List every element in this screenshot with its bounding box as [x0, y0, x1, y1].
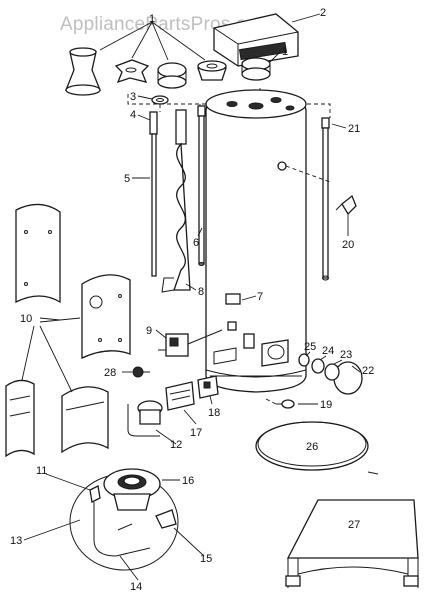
callout-17: 17: [190, 427, 202, 439]
callout-11: 11: [36, 465, 47, 477]
part-draft-hood[interactable]: [213, 13, 299, 67]
callout-22: 22: [362, 365, 374, 377]
part-bracket-18[interactable]: [197, 375, 219, 399]
part-outer-door-top[interactable]: [15, 203, 61, 304]
part-inner-door-b[interactable]: [61, 386, 109, 454]
callout-23: 23: [340, 349, 352, 361]
part-main-burner[interactable]: [103, 468, 161, 511]
callout-1-right: 1: [282, 46, 288, 58]
callout-5: 5: [124, 173, 130, 185]
part-stand[interactable]: [285, 499, 419, 588]
callout-3: 3: [130, 91, 136, 103]
callout-18: 18: [208, 407, 220, 419]
part-pilot-tube[interactable]: [89, 485, 151, 557]
part-drain-pan[interactable]: [255, 421, 379, 475]
callout-20: 20: [342, 239, 354, 251]
part-rod-right[interactable]: [321, 117, 330, 281]
callout-2: 2: [320, 7, 326, 19]
part-burner-assembly[interactable]: [127, 400, 163, 437]
part-nut-25[interactable]: [298, 353, 310, 367]
callout-15: 15: [200, 553, 212, 565]
callout-27: 27: [348, 519, 360, 531]
part-inner-door[interactable]: [5, 379, 35, 458]
callout-14: 14: [130, 581, 142, 593]
callout-28: 28: [104, 367, 116, 379]
callout-13: 13: [10, 535, 22, 547]
part-thermocouple[interactable]: [117, 509, 177, 531]
part-knob[interactable]: [132, 366, 150, 378]
callout-10: 10: [20, 313, 32, 325]
part-gas-control[interactable]: [158, 329, 223, 357]
callout-6: 6: [193, 237, 199, 249]
part-washer-24[interactable]: [311, 358, 325, 374]
part-dip-tube[interactable]: [149, 111, 158, 277]
part-flue-fittings[interactable]: [65, 47, 271, 96]
part-washer[interactable]: [151, 95, 169, 105]
part-anode-rod[interactable]: [197, 105, 206, 266]
tank-body[interactable]: [205, 89, 307, 393]
callout-19: 19: [320, 399, 332, 411]
callout-7: 7: [257, 291, 263, 303]
part-outer-door-mid[interactable]: [81, 274, 131, 360]
callout-4: 4: [130, 109, 136, 121]
callout-25: 25: [304, 341, 316, 353]
part-bolt[interactable]: [276, 399, 295, 409]
callout-12: 12: [170, 439, 182, 451]
callout-24: 24: [322, 345, 334, 357]
part-drain-valve[interactable]: [335, 194, 357, 216]
callout-26: 26: [306, 441, 318, 453]
callout-21: 21: [348, 123, 360, 135]
part-gasket-23[interactable]: [324, 363, 340, 381]
part-flue-baffle[interactable]: [161, 109, 191, 293]
callout-9: 9: [146, 325, 152, 337]
part-bracket-17[interactable]: [165, 381, 195, 411]
part-cover-22[interactable]: [333, 361, 363, 395]
callout-8: 8: [198, 286, 204, 298]
callout-1-top: 1: [149, 13, 155, 25]
callout-16: 16: [182, 475, 194, 487]
